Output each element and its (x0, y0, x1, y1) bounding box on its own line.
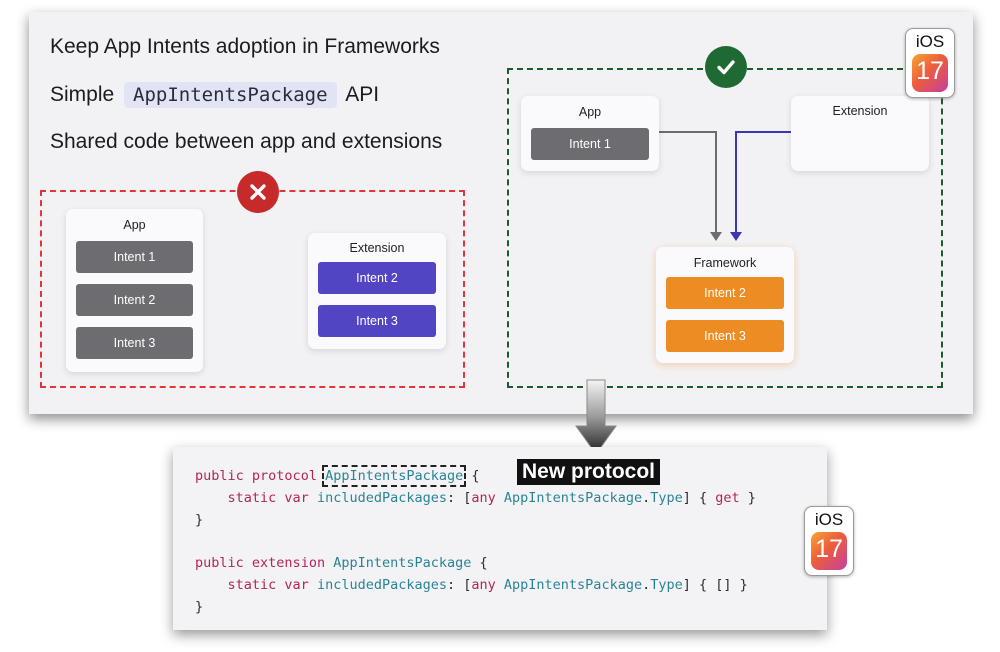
code-property: includedPackages (316, 577, 447, 593)
intent-chip: Intent 1 (76, 241, 193, 273)
code-punct: : [ (446, 577, 472, 593)
intent-chip: Intent 3 (318, 305, 436, 337)
code-keyword: any (471, 577, 496, 593)
code-keyword: static var (227, 577, 309, 593)
code-punct: { (463, 468, 480, 484)
framework-card: Framework Intent 2 Intent 3 (656, 247, 794, 363)
extension-card-title: Extension (832, 104, 888, 118)
ios17-badge: iOS 17 (804, 506, 854, 576)
code-punct: ] { (682, 490, 716, 506)
intent-chip: Intent 3 (666, 320, 784, 352)
ios17-badge: iOS 17 (905, 28, 955, 98)
new-protocol-callout: New protocol (517, 459, 661, 485)
code-keyword: extension (251, 555, 326, 571)
bullet-api-prefix: Simple (50, 83, 115, 106)
code-line-2: static var includedPackages: [any AppInt… (195, 490, 756, 506)
code-punct: ] { [] } (682, 577, 748, 593)
intent-chip: Intent 2 (666, 277, 784, 309)
bullet-api: Simple AppIntentsPackage API (50, 82, 379, 108)
code-type: Type (650, 577, 683, 593)
ios-version: 17 (916, 57, 944, 85)
error-x-icon (237, 171, 279, 213)
code-punct: : [ (446, 490, 472, 506)
ios-label: iOS (814, 510, 844, 529)
framework-card-title: Framework (693, 256, 757, 270)
api-code-pill: AppIntentsPackage (124, 82, 337, 108)
extension-card-left: Extension Intent 2 Intent 3 (308, 233, 446, 349)
code-type: AppIntentsPackage (503, 490, 643, 506)
intent-chip: Intent 2 (318, 262, 436, 294)
app-card-title: App (578, 105, 602, 119)
down-arrow-icon (575, 379, 617, 455)
code-type: AppIntentsPackage (333, 555, 472, 571)
protocol-name-highlight: AppIntentsPackage (322, 465, 467, 487)
code-keyword: public (195, 555, 244, 571)
code-keyword: get (715, 490, 740, 506)
intent-chip: Intent 1 (531, 128, 649, 160)
intent-chip: Intent 2 (76, 284, 193, 316)
code-type: AppIntentsPackage (503, 577, 643, 593)
code-panel: public protocol AppIntentsPackage { stat… (173, 447, 827, 630)
ios-label: iOS (915, 32, 945, 51)
code-punct: { (471, 555, 488, 571)
extension-card-title: Extension (349, 241, 405, 255)
code-keyword: public (195, 468, 244, 484)
code-line-7: } (195, 599, 204, 615)
code-keyword: protocol (251, 468, 317, 484)
code-property: includedPackages (316, 490, 447, 506)
ios-tile: 17 (811, 532, 847, 570)
app-card-title: App (123, 218, 146, 232)
extension-card-right: Extension (791, 96, 929, 171)
code-punct: } (739, 490, 756, 506)
bullet-frameworks: Keep App Intents adoption in Frameworks (50, 35, 440, 58)
code-keyword: static var (227, 490, 309, 506)
code-line-6: static var includedPackages: [any AppInt… (195, 577, 748, 593)
app-card-right: App Intent 1 (521, 96, 659, 171)
code-punct: . (642, 490, 651, 506)
bullet-api-suffix: API (345, 83, 380, 106)
ios-tile: 17 (912, 54, 948, 92)
code-line-1: public protocol AppIntentsPackage { (195, 465, 480, 487)
checkmark-icon (705, 46, 747, 88)
code-type: Type (650, 490, 683, 506)
code-keyword: any (471, 490, 496, 506)
ios-version: 17 (815, 535, 843, 563)
code-punct: . (642, 577, 651, 593)
bullet-shared-code: Shared code between app and extensions (50, 130, 443, 153)
code-line-3: } (195, 512, 204, 528)
app-card-left: App Intent 1 Intent 2 Intent 3 (66, 209, 203, 372)
intent-chip: Intent 3 (76, 327, 193, 359)
code-line-5: public extension AppIntentsPackage { (195, 555, 488, 571)
